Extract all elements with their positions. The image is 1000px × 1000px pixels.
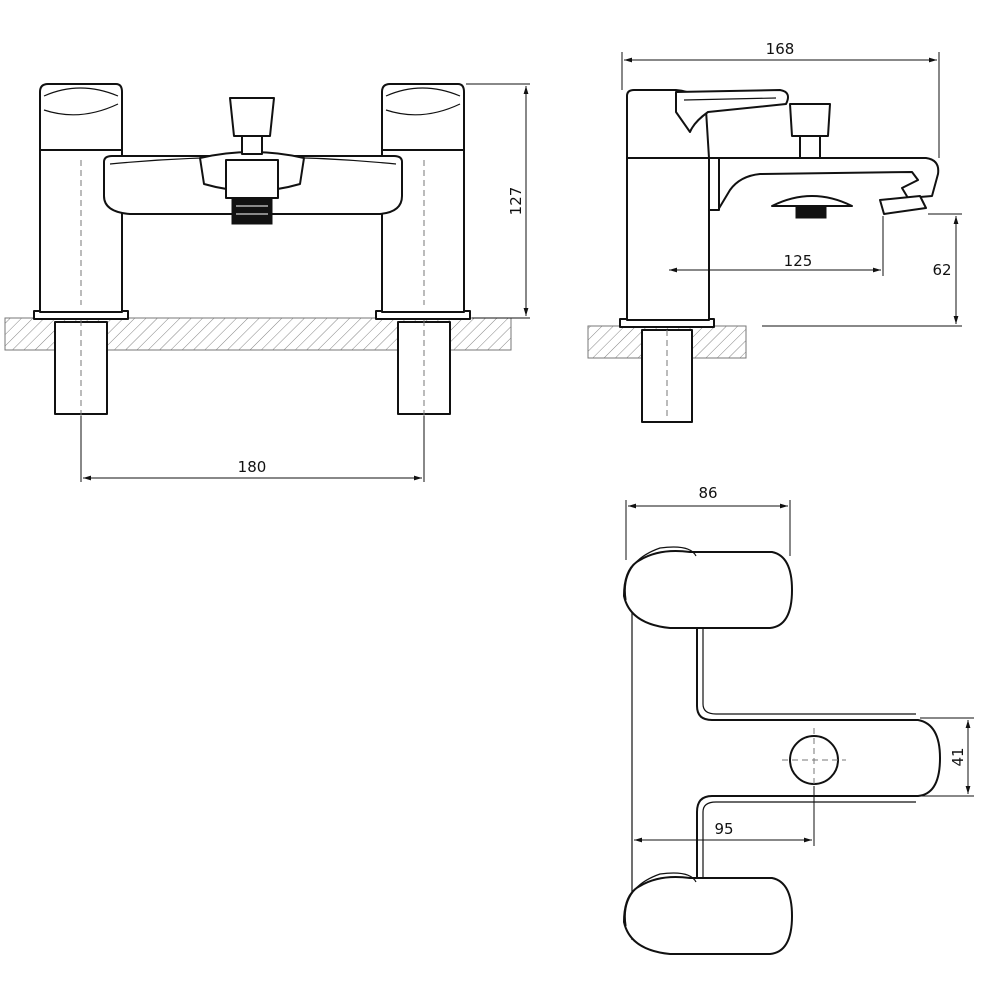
top-upper-handle [623,550,793,629]
side-spout [708,157,940,211]
dim-top-outlet-offset: 95 [714,820,733,838]
dim-side-depth: 168 [766,40,795,58]
right-pillar [375,83,471,320]
top-view: 86 41 95 [623,484,974,955]
side-lever [675,89,789,133]
dim-top-spout-width: 41 [949,747,967,766]
dim-spout-reach: 125 [784,252,813,270]
front-view: 127 180 [4,83,530,482]
dim-front-height: 127 [507,187,525,216]
side-view: 168 125 62 [587,40,962,423]
dim-top-depth: 86 [698,484,717,502]
top-lower-handle [623,876,793,955]
dim-spout-height: 62 [932,261,951,279]
front-aerator [231,197,273,225]
dim-front-width: 180 [238,458,267,476]
top-spout-outline [696,628,942,878]
left-shank [54,321,108,415]
